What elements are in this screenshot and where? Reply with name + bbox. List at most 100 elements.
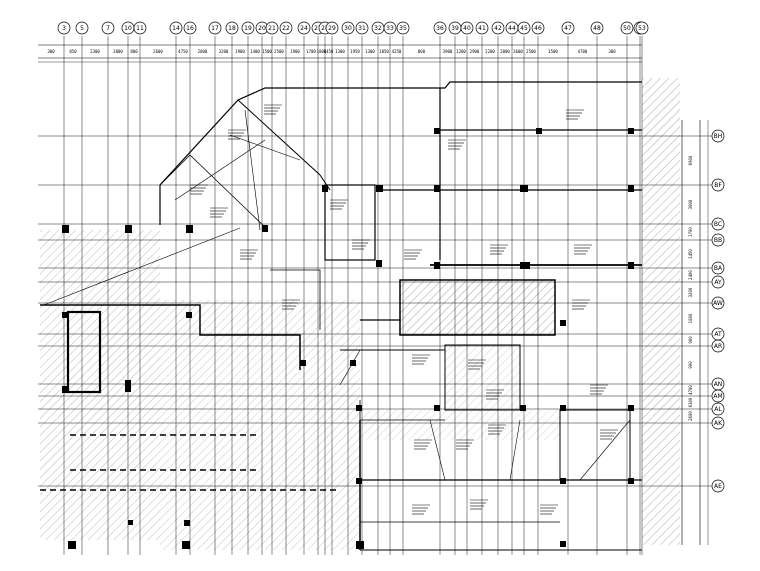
top-dimension: 3200: [219, 49, 229, 54]
top-dimension: 2500: [526, 49, 536, 54]
column-label: 40: [463, 25, 471, 32]
column-bubble-46: 46: [531, 21, 545, 35]
beam-annotation: [264, 104, 282, 115]
vertical-grid-lines: [63, 36, 643, 555]
row-bubble-BA: BA: [711, 261, 725, 275]
right-dimension: 6900: [688, 155, 693, 165]
top-dimension: 1900: [235, 49, 245, 54]
right-dimension: 2600: [688, 411, 693, 421]
column-label: 20: [258, 25, 266, 32]
row-bubble-AR: AR: [711, 339, 725, 353]
column-bubble-22: 22: [279, 21, 293, 35]
row-label: AE: [714, 483, 722, 490]
top-dimension: 1700: [306, 49, 316, 54]
column-label: 14: [172, 25, 180, 32]
row-label: BB: [714, 237, 722, 244]
lower-left-beams: [40, 434, 340, 491]
top-dimension: 3500: [548, 49, 558, 54]
top-dimension: 4700: [578, 49, 588, 54]
column-bubble-18: 18: [225, 21, 239, 35]
column-label: 50: [623, 25, 631, 32]
column-label: 16: [186, 25, 194, 32]
beam-annotation: [210, 207, 228, 218]
top-dimension: 1900: [290, 49, 300, 54]
beam-annotation: [190, 184, 208, 195]
row-label: AY: [714, 279, 722, 286]
column-bubble-17: 17: [208, 21, 222, 35]
top-dimension: 3600: [513, 49, 523, 54]
column-bubble-10: 10: [121, 21, 135, 35]
row-bubble-BH: BH: [711, 129, 725, 143]
top-dimension: 2200: [485, 49, 495, 54]
column-label: 36: [436, 25, 444, 32]
column-label: 28: [321, 25, 329, 32]
top-dimension: 3800: [113, 49, 123, 54]
top-dimension: 2600: [153, 49, 163, 54]
row-bubble-AM: AM: [711, 389, 725, 403]
column-bubble-53: 53: [635, 21, 649, 35]
right-dimension: 3200: [688, 287, 693, 297]
top-dimension: 3900: [443, 49, 453, 54]
beam-annotation: [590, 384, 608, 395]
right-dimension: 2400: [688, 270, 693, 280]
column-label: 31: [358, 25, 366, 32]
column-bubble-29: 29: [325, 21, 339, 35]
top-dimension: 1950: [350, 49, 360, 54]
row-label: AN: [714, 381, 723, 388]
beam-annotation: [470, 499, 488, 510]
beam-annotation: [540, 504, 558, 515]
row-label: BC: [714, 221, 722, 228]
column-bubble-7: 7: [101, 21, 115, 35]
column-bubble-33: 33: [383, 21, 397, 35]
column-bubble-40: 40: [460, 21, 474, 35]
row-label: AW: [713, 300, 723, 307]
beam-annotation: [228, 129, 246, 140]
row-label: BF: [714, 182, 722, 189]
beam-annotation: [240, 249, 258, 260]
right-dimension: 1000: [688, 313, 693, 323]
top-dimension: 1500: [262, 49, 272, 54]
top-dimension: 800: [130, 49, 138, 54]
column-bubble-47: 47: [561, 21, 575, 35]
top-dimension: 1300: [335, 49, 345, 54]
column-label: 39: [451, 25, 459, 32]
right-dimension: 1450: [688, 249, 693, 259]
top-dimension: 300: [608, 49, 616, 54]
column-label: 7: [106, 25, 110, 32]
right-dimension: 1700: [688, 227, 693, 237]
column-bubble-3: 3: [57, 21, 71, 35]
column-label: 21: [268, 25, 276, 32]
column-bubble-32: 32: [371, 21, 385, 35]
beam-annotation: [448, 139, 466, 150]
row-label: AL: [714, 406, 722, 413]
beam-annotation: [468, 359, 486, 370]
column-bubble-50: 50: [620, 21, 634, 35]
column-bubble-11: 11: [133, 21, 147, 35]
top-dimension: 300: [47, 49, 55, 54]
horizontal-grid-lines: [38, 135, 712, 487]
column-label: 19: [244, 25, 252, 32]
beam-annotation: [352, 239, 370, 250]
column-bubble-5: 5: [75, 21, 89, 35]
column-label: 29: [328, 25, 336, 32]
column-bubble-16: 16: [183, 21, 197, 35]
dimension-strips: [38, 44, 709, 545]
top-dimension: 2300: [90, 49, 100, 54]
column-label: 5: [80, 25, 84, 32]
column-label: 47: [564, 25, 572, 32]
beam-annotation: [404, 249, 422, 260]
column-label: 53: [638, 25, 646, 32]
beam-annotation: [414, 439, 432, 450]
column-label: 11: [136, 25, 144, 32]
beam-annotation: [566, 109, 584, 120]
column-label: 41: [478, 25, 486, 32]
column-bubble-19: 19: [241, 21, 255, 35]
row-bubble-AW: AW: [711, 296, 725, 310]
column-label: 35: [399, 25, 407, 32]
column-bubble-30: 30: [341, 21, 355, 35]
top-dimension: 4250: [392, 49, 402, 54]
column-label: 10: [124, 25, 132, 32]
row-bubble-AN: AN: [711, 377, 725, 391]
